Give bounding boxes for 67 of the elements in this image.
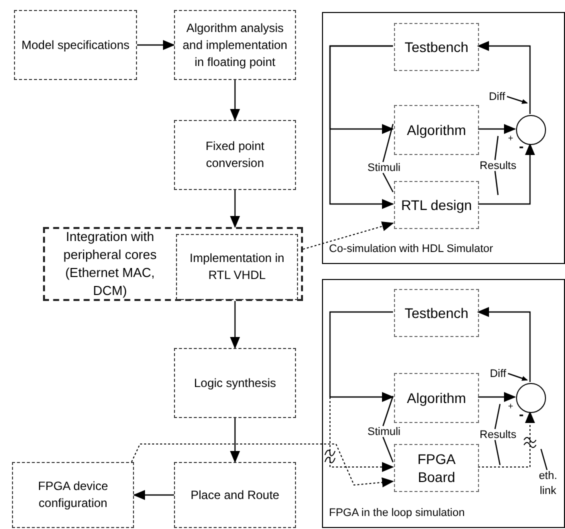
leader-line (494, 136, 499, 160)
node-label: Fixed point conversion (204, 138, 266, 172)
arrow (302, 221, 394, 250)
process-box (12, 462, 134, 528)
leader-line (494, 404, 501, 430)
node-label: Algorithm analysis and implementation in floating point (182, 20, 288, 70)
process-box (174, 462, 296, 528)
arrow (478, 143, 535, 205)
arrow (330, 312, 394, 472)
annotation-label: Diff (487, 367, 509, 382)
annotation-label: Diff (486, 90, 508, 105)
arrow (133, 490, 174, 500)
annotation-label: - (519, 407, 524, 421)
arrow (477, 307, 531, 382)
leader-line (494, 440, 501, 466)
arrow (230, 301, 240, 349)
annotation-label: - (519, 139, 524, 153)
arrow (329, 311, 394, 402)
arrow (230, 80, 240, 121)
arrow (477, 41, 531, 114)
annotation-label: Stimuli (365, 425, 403, 440)
arrow (478, 392, 516, 402)
node-label: Algorithm (406, 389, 466, 407)
arrow (329, 45, 394, 209)
process-box (174, 10, 296, 80)
process-box (394, 289, 479, 337)
group-box (43, 227, 303, 301)
node-label: Integration with peripheral cores (Ethernet MAC, DCM) (62, 228, 158, 300)
node-label: FPGA device configuration (36, 478, 110, 512)
arrow (230, 418, 240, 463)
node-label: Testbench (404, 304, 468, 322)
process-box (394, 444, 479, 492)
annotation-label: Results (478, 159, 518, 174)
arrow (478, 124, 516, 134)
node-label: RTL design (401, 196, 472, 214)
annotation-label: Stimuli (365, 161, 403, 176)
process-box (394, 373, 479, 423)
node-label: Implementation in RTL VHDL (188, 250, 286, 284)
annotation-label: Results (478, 428, 518, 443)
node-label: Place and Route (190, 486, 280, 504)
panel (322, 12, 565, 264)
process-box (394, 181, 479, 229)
node-label: Testbench (404, 38, 468, 56)
leader-line (506, 96, 528, 104)
leader-line (508, 372, 528, 381)
panel-caption: Co-simulation with HDL Simulator (329, 242, 494, 256)
arrow (478, 411, 535, 468)
process-box (394, 105, 479, 155)
annotation-label: + (508, 402, 514, 411)
process-box (174, 348, 296, 418)
annotation-label: + (508, 134, 514, 143)
leader-line (494, 170, 499, 196)
node-label: Algorithm (406, 121, 466, 139)
annotation-label: eth. link (534, 469, 562, 499)
arrow (230, 190, 240, 228)
node-label: Logic synthesis (194, 374, 276, 392)
arrow (131, 444, 394, 488)
process-box (394, 23, 479, 71)
node-label: FPGA Board (416, 450, 457, 486)
panel-caption: FPGA in the loop simulation (329, 506, 465, 520)
process-box (14, 10, 137, 80)
node-label: Model specifications (21, 36, 130, 54)
arrow (137, 40, 175, 50)
process-box (176, 234, 298, 300)
leader-line (540, 448, 548, 470)
process-box (174, 120, 296, 190)
panel (322, 279, 565, 528)
